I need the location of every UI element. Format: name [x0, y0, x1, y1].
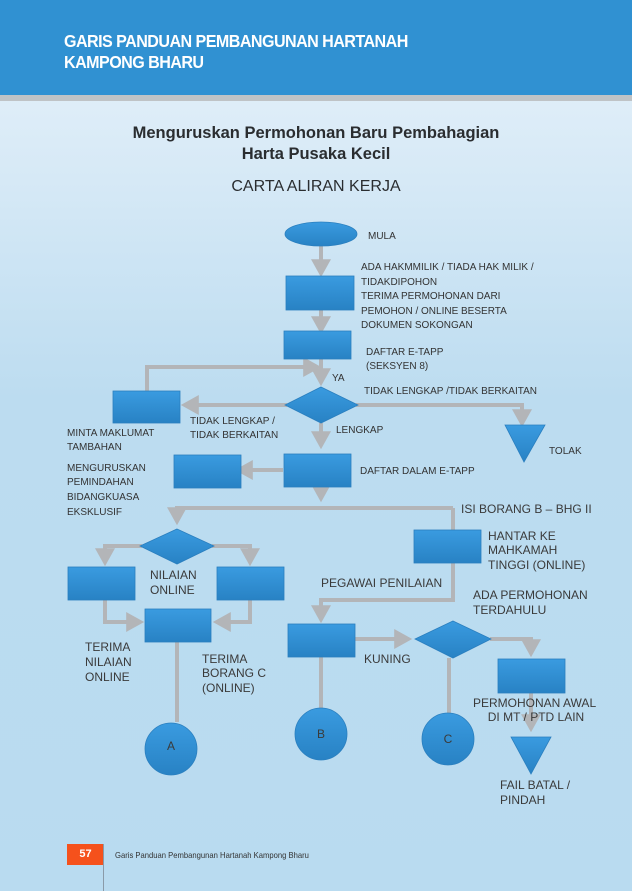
label-not-complete-right: TIDAK LENGKAP /TIDAK BERKAITAN: [364, 386, 537, 397]
label-file-cancel: FAIL BATAL / PINDAH: [500, 778, 573, 807]
page-number: 57: [67, 844, 104, 865]
label-prior-application: ADA PERMOHONAN TERDAHULU: [473, 588, 591, 617]
connector-b: [294, 707, 348, 761]
footer-divider: [103, 844, 104, 891]
label-ya: YA: [332, 373, 345, 384]
label-initial-application: PERMOHONAN AWAL DI MT / PTD LAIN: [473, 696, 599, 724]
arrow-to-valuation: [167, 506, 453, 526]
connector-a: [144, 722, 198, 776]
label-valuer: PEGAWAI PENILAIAN: [321, 576, 442, 590]
label-connector-b: B: [317, 727, 325, 741]
decision-valuation: [139, 528, 215, 565]
arrow-to-reject: [356, 403, 532, 428]
footer-text: Garis Panduan Pembangunan Hartanah Kampo…: [115, 850, 309, 860]
section-title: Menguruskan Permohonan Baru Pembahagian …: [0, 123, 632, 165]
label-step1: ADA HAKMMILIK / TIADA HAK MILIK / TIDAKD…: [361, 262, 536, 331]
decision-prior: [414, 620, 492, 659]
label-receive-form-c: TERIMA BORANG C (ONLINE): [202, 652, 269, 695]
arrow-valuation-right: [212, 544, 260, 567]
label-request-info: MINTA MAKLUMAT TAMBAHAN: [67, 428, 157, 453]
label-high-court: HANTAR KE MAHKAMAH TINGGI (ONLINE): [488, 529, 585, 572]
process-request-info: [112, 390, 181, 424]
header-band: [0, 0, 632, 95]
decision-complete: [284, 386, 359, 424]
arrow-to-valuer: [311, 563, 455, 624]
label-step2: DAFTAR E-TAPP (SEKSYEN 8): [366, 347, 446, 372]
arrow-valuation-left: [95, 544, 142, 567]
start-terminator: [284, 221, 358, 247]
section-title-line1: Menguruskan Permohonan Baru Pembahagian: [132, 124, 500, 142]
header-divider: [0, 95, 632, 101]
process-valuer: [287, 623, 356, 658]
label-not-complete-left: TIDAK LENGKAP / TIDAK BERKAITAN: [190, 416, 278, 441]
process-high-court: [413, 529, 482, 564]
end-reject: [504, 424, 546, 463]
label-connector-c: C: [444, 732, 453, 746]
arrow-to-initial: [490, 637, 541, 658]
process-step1: [285, 275, 355, 311]
label-complete: LENGKAP: [336, 425, 384, 436]
arrow-right-to-merge: [212, 600, 252, 632]
label-transfer: MENGURUSKAN PEMINDAHAN BIDANGKUASA EKSKL…: [67, 463, 149, 518]
label-start: MULA: [368, 231, 396, 242]
process-transfer: [173, 454, 242, 489]
arrow-left-to-merge: [103, 600, 145, 632]
document-title-line1: GARIS PANDUAN PEMBANGUNAN HARTANAH: [64, 31, 408, 51]
process-valuation-right: [216, 566, 285, 601]
label-reject: TOLAK: [549, 446, 582, 457]
label-register: DAFTAR DALAM E-TAPP: [360, 466, 475, 477]
section-title-line2: Harta Pusaka Kecil: [241, 145, 391, 163]
document-title-line2: KAMPONG BHARU: [64, 52, 204, 72]
process-register: [283, 453, 352, 488]
process-valuation-left: [67, 566, 136, 601]
process-merge: [144, 608, 212, 643]
document-title: GARIS PANDUAN PEMBANGUNAN HARTANAH KAMPO…: [64, 31, 408, 73]
connectors: [95, 246, 541, 733]
label-kuning: KUNING: [364, 652, 411, 666]
connector-c: [421, 712, 475, 766]
process-step2: [283, 330, 352, 360]
label-form-b: ISI BORANG B – BHG II: [461, 502, 592, 516]
process-initial-application: [497, 658, 566, 694]
chart-title: CARTA ALIRAN KERJA: [231, 178, 401, 195]
arrow-loop-back: [145, 357, 322, 391]
label-receive-valuation: TERIMA NILAIAN ONLINE: [85, 640, 135, 684]
end-file-cancel: [510, 736, 552, 775]
label-connector-a: A: [167, 739, 175, 753]
label-valuation-online: NILAIAN ONLINE: [150, 568, 200, 597]
